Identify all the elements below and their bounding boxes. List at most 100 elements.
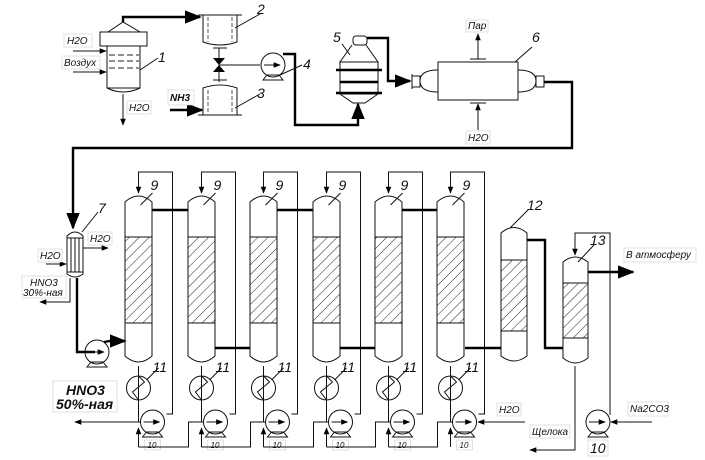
unit-3-ammonia-filter: 3	[198, 79, 265, 116]
unit-6-waste-heat-boiler: 6	[411, 29, 545, 104]
coil-icon	[381, 375, 396, 401]
coil-icon	[131, 375, 146, 401]
column-packing	[187, 236, 216, 324]
unit-1-label: 1	[158, 49, 166, 65]
coil-icon	[319, 375, 334, 401]
unit-13-label: 13	[590, 232, 606, 248]
leader-line	[265, 192, 278, 206]
cooler-label: 11	[341, 359, 356, 375]
pump-label: 10	[211, 441, 220, 450]
cooler-water-inlet-label: H2O	[40, 251, 61, 262]
hno3-50-label-conc: 50%-ная	[56, 396, 113, 412]
leader-line	[328, 192, 341, 206]
air-line	[121, 10, 202, 24]
leader-line	[452, 192, 465, 206]
unit-7-label: 7	[98, 200, 107, 216]
leader-line	[146, 367, 159, 381]
leader-line	[209, 367, 222, 381]
cooler-11	[251, 375, 276, 401]
column-packing	[436, 236, 465, 324]
column-label: 9	[151, 177, 159, 193]
ammonia-label: NH3	[170, 93, 190, 104]
unit-10-alkali-pump[interactable]	[585, 409, 611, 438]
pump-10[interactable]	[265, 409, 290, 438]
pump-10[interactable]	[203, 409, 228, 438]
unit-7-cooler-condenser: 7	[66, 200, 107, 278]
pump-10[interactable]	[390, 409, 415, 438]
unit-5-contact-apparatus: 5	[333, 29, 382, 104]
reflux-line	[135, 171, 173, 415]
absorption-column-5: 9 11 10	[374, 171, 451, 451]
column-shell	[187, 195, 216, 363]
reflux-line	[447, 171, 485, 415]
unit-4-label: 4	[303, 56, 311, 72]
blower-to-column-line	[103, 334, 127, 348]
cooler-11	[189, 375, 214, 401]
unit-1-air-scrubber: 1	[99, 21, 166, 93]
column-shell	[249, 195, 278, 363]
leader-line	[458, 367, 471, 381]
pump-label: 10	[148, 441, 157, 450]
nitrous-gas-line	[367, 36, 412, 88]
hno3-50-label-formula: HNO3	[66, 382, 105, 398]
leader-line	[140, 192, 153, 206]
leader-line	[390, 192, 403, 206]
leader-line	[271, 367, 284, 381]
water-inlet-label: H2O	[67, 36, 88, 47]
absorption-column-2: 9 11 10	[187, 171, 264, 451]
leader-line	[203, 192, 216, 206]
column-label: 9	[463, 177, 471, 193]
unit-4-blower[interactable]: 4	[260, 52, 311, 81]
column-label: 9	[401, 177, 409, 193]
column-shell	[374, 195, 403, 363]
reflux-line	[198, 171, 236, 415]
pump-label: 10	[273, 441, 282, 450]
gas-blower[interactable]	[84, 339, 110, 368]
absorption-column-4: 9 11 10	[312, 171, 389, 451]
recycle-line	[388, 421, 451, 448]
reflux-line	[260, 171, 298, 415]
column-label: 9	[276, 177, 284, 193]
column-packing	[374, 236, 403, 324]
soda-label: Na2CO3	[630, 404, 669, 415]
unit-12-oxidizer: 12	[500, 197, 543, 362]
recycle-line	[263, 421, 327, 448]
cooler-label: 11	[465, 359, 480, 375]
steam-label: Пар	[468, 21, 487, 32]
unit-12-to-13-line	[527, 238, 563, 350]
cooler-11	[376, 375, 401, 401]
cooler-label: 11	[403, 359, 418, 375]
air-inlet-label: Воздух	[64, 58, 97, 69]
lye-label: Щелока	[532, 427, 568, 438]
cooler-11	[126, 375, 151, 401]
pump-10[interactable]	[140, 409, 165, 438]
cooler-water-outlet-label: H2O	[90, 234, 111, 245]
recycle-line	[326, 421, 389, 448]
cooler-label: 11	[216, 359, 231, 375]
pump-label: 10	[336, 441, 345, 450]
column-shell	[124, 195, 153, 363]
unit-2-filter: 2	[198, 1, 265, 49]
cooler-11	[438, 375, 463, 401]
cooler-11	[314, 375, 339, 401]
column-shell	[312, 195, 341, 363]
column-packing	[312, 236, 341, 324]
boiler-water-label: H2O	[468, 133, 489, 144]
pump-label: 10	[460, 441, 469, 450]
column-label: 9	[339, 177, 347, 193]
recycle-line	[201, 421, 264, 448]
pump-10[interactable]	[328, 409, 353, 438]
unit-12-label: 12	[527, 197, 543, 213]
unit-10-alkali-pump-label: 10	[590, 440, 606, 456]
pump-label: 10	[398, 441, 407, 450]
coil-icon	[443, 375, 458, 401]
recycle-line	[138, 421, 202, 448]
column-shell	[436, 195, 465, 363]
pump-10[interactable]	[452, 409, 477, 438]
column-label: 9	[214, 177, 222, 193]
cooled-gas-line	[66, 80, 574, 230]
absorption-column-6: 9 11 10	[436, 171, 485, 451]
